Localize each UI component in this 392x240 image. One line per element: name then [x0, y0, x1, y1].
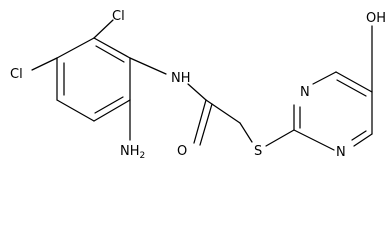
bond-c5-nh — [129, 57, 167, 75]
amine-nh-text: NH — [120, 144, 140, 159]
bond-ch2-s — [239, 122, 253, 143]
chlorine-top-label: Cl — [112, 9, 125, 24]
bond-carbonyl-o — [193, 99, 207, 144]
bond-c3-c4 — [56, 99, 95, 122]
bond-c6-c1 — [93, 37, 131, 59]
double-bond-c6-n1 — [351, 130, 367, 141]
amide-nh-label: NH — [171, 71, 191, 86]
bond-s-c2 — [265, 129, 295, 147]
bond-c4-c5 — [93, 99, 131, 122]
double-bond-c4-c5 — [94, 96, 124, 114]
double-bond-c6-c1 — [95, 45, 125, 63]
bond-c4-c5 — [335, 71, 373, 93]
bond-c6-n1 — [353, 133, 373, 147]
molecule-structure: Cl Cl NH NH2 O S N N OH — [10, 9, 386, 161]
pyrimidine-n-lower-label: N — [336, 145, 346, 160]
pyrimidine-ring — [293, 71, 373, 151]
double-bond-c4-c5 — [336, 79, 367, 97]
structure-canvas: Cl Cl NH NH2 O S N N OH — [10, 9, 386, 161]
bond-c1-cl — [93, 19, 114, 39]
amine-nh2-label: NH2 — [120, 144, 145, 161]
pyrimidine-n-upper-label: N — [300, 85, 310, 100]
carbonyl-oxygen-label: O — [177, 144, 187, 159]
hydroxyl-label: OH — [366, 11, 386, 26]
bond-c1-c2 — [56, 37, 95, 59]
bond-c3-cl — [31, 57, 58, 71]
chlorine-left-label: Cl — [10, 67, 23, 82]
amine-subscript: 2 — [140, 151, 146, 161]
bond-nh-carbonyl — [187, 83, 207, 101]
bond-carbonyl-ch2 — [205, 99, 241, 124]
sulfur-label: S — [254, 144, 262, 159]
bond-n3-c4 — [312, 71, 337, 85]
benzene-ring — [56, 37, 131, 122]
double-bond-carbonyl-o — [199, 103, 213, 146]
bond-n1-c2 — [293, 129, 335, 151]
